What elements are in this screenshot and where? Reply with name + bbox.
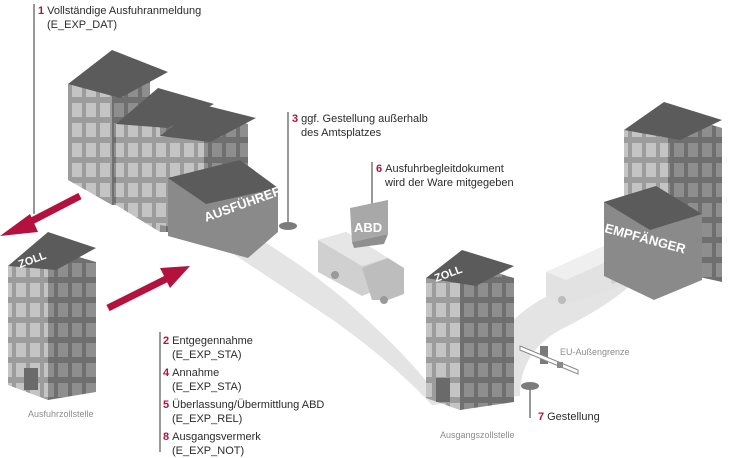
abd-document: ABD [350,200,388,248]
exit-office-caption: Ausgangszollstelle [440,430,515,440]
step7-marker [521,382,539,390]
border-barrier [519,345,579,375]
step3-marker [279,222,297,230]
eu-border-caption: EU-Außengrenze [560,347,630,357]
exit-customs-building: ZOLL [426,250,514,410]
export-customs-building: ZOLL [8,232,96,400]
export-office-caption: Ausfuhrzollstelle [28,409,94,419]
arrow-to-customs [0,192,82,236]
receiver-building: EMPFÄNGER [603,102,722,300]
abd-label: ABD [354,220,382,235]
arrow-to-exporter [106,266,190,312]
transport-road [235,226,640,405]
truck-1 [318,232,404,304]
exporter-building: AUSFÜHRER [68,50,284,258]
